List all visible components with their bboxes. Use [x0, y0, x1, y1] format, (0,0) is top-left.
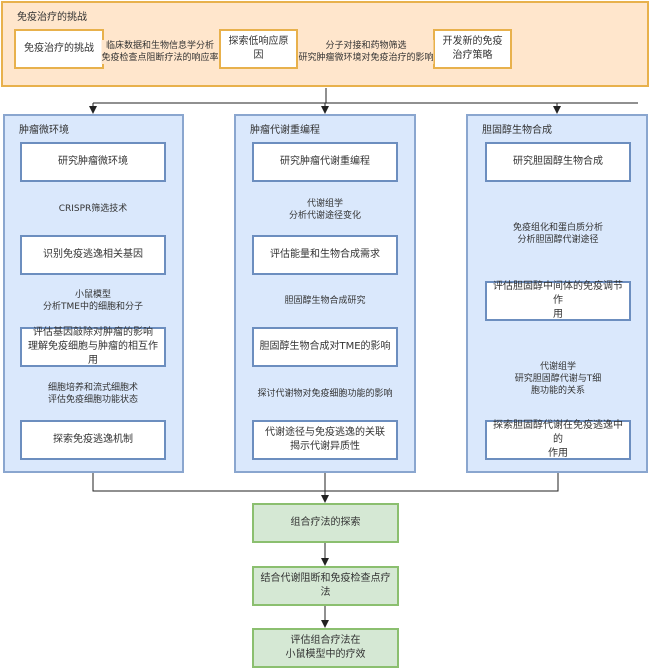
node-evaluate-efficacy[interactable]: 评估组合疗法在 小鼠模型中的疗效 — [252, 628, 399, 668]
edge-label-metabolite-effect: 探讨代谢物对免疫细胞功能的影响 — [257, 388, 393, 400]
node-study-metabolism[interactable]: 研究肿瘤代谢重编程 — [252, 142, 398, 182]
node-combine-blockade[interactable]: 结合代谢阻断和免疫检查点疗法 — [252, 566, 399, 606]
node-identify-genes[interactable]: 识别免疫逃逸相关基因 — [20, 235, 166, 275]
edge-label-metabolomics-tcell: 代谢组学 研究胆固醇代谢与T细胞功能的关系 — [512, 361, 604, 397]
edge-label-cholesterol-research: 胆固醇生物合成研究 — [284, 295, 366, 307]
edge-label-molecular-docking: 分子对接和药物筛选 研究肿瘤微环境对免疫治疗的影响 — [298, 40, 434, 64]
edge-merge-bus — [92, 473, 559, 492]
edge-label-mouse-model: 小鼠模型 分析TME中的细胞和分子 — [43, 289, 143, 313]
node-assess-energy[interactable]: 评估能量和生物合成需求 — [252, 235, 398, 275]
section-title: 肿瘤代谢重编程 — [250, 125, 320, 136]
edge-label-crispr: CRISPR筛选技术 — [58, 203, 128, 215]
edge-label-clinical-data: 临床数据和生物信息学分析 免疫检查点阻断疗法的响应率 — [101, 40, 219, 64]
edge-label-cell-culture: 细胞培养和流式细胞术 评估免疫细胞功能状态 — [47, 382, 139, 406]
node-explore-escape[interactable]: 探索免疫逃逸机制 — [20, 420, 166, 460]
node-pathway-escape[interactable]: 代谢途径与免疫逃逸的关联 揭示代谢异质性 — [252, 420, 398, 460]
node-assess-knockout[interactable]: 评估基因敲除对肿瘤的影响 理解免疫细胞与肿瘤的相互作用 — [20, 327, 166, 367]
section-title: 胆固醇生物合成 — [482, 125, 552, 136]
section-title: 肿瘤微环境 — [19, 125, 69, 136]
node-study-tme[interactable]: 研究肿瘤微环境 — [20, 142, 166, 182]
node-study-cholesterol[interactable]: 研究胆固醇生物合成 — [485, 142, 631, 182]
node-cholesterol-tme[interactable]: 胆固醇生物合成对TME的影响 — [252, 327, 398, 367]
edge-label-ihc-protein: 免疫组化和蛋白质分析 分析胆固醇代谢途径 — [512, 222, 604, 246]
node-new-strategy[interactable]: 开发新的免疫 治疗策略 — [433, 29, 512, 69]
node-combination-therapy[interactable]: 组合疗法的探索 — [252, 503, 399, 543]
edge-label-metabolomics: 代谢组学 分析代谢途径变化 — [288, 198, 362, 222]
node-immunotherapy-challenge[interactable]: 免疫治疗的挑战 — [14, 29, 104, 69]
node-intermediate-immunomodulation[interactable]: 评估胆固醇中间体的免疫调节作 用 — [485, 281, 631, 321]
section-title: 免疫治疗的挑战 — [17, 12, 87, 23]
node-explore-low-response[interactable]: 探索低响应原因 — [219, 29, 298, 69]
node-cholesterol-escape-role[interactable]: 探索胆固醇代谢在免疫逃逸中的 作用 — [485, 420, 631, 460]
